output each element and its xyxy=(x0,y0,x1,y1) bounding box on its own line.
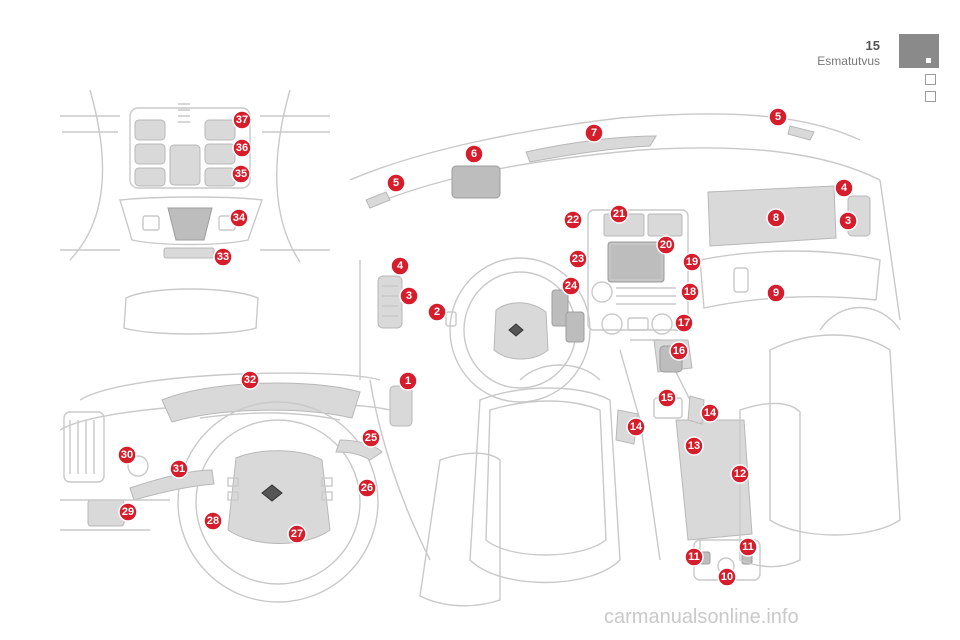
callout-3-right: 3 xyxy=(838,211,858,231)
callout-24: 24 xyxy=(561,276,581,296)
overhead-console-drawing xyxy=(60,89,330,335)
callout-25-label: 25 xyxy=(365,432,377,444)
callout-14-right-label: 14 xyxy=(704,407,717,419)
callout-26: 26 xyxy=(357,478,377,498)
callout-34: 34 xyxy=(229,208,249,228)
callout-8: 8 xyxy=(766,208,786,228)
callout-11-right: 11 xyxy=(738,537,758,557)
callout-25: 25 xyxy=(361,428,381,448)
callout-18: 18 xyxy=(680,282,700,302)
callout-6-label: 6 xyxy=(471,148,477,160)
callout-33: 33 xyxy=(213,247,233,267)
callout-23: 23 xyxy=(568,249,588,269)
callout-27-label: 27 xyxy=(291,528,303,540)
callout-3-left: 3 xyxy=(399,286,419,306)
callout-21: 21 xyxy=(609,204,629,224)
callout-35: 35 xyxy=(231,164,251,184)
callout-12: 12 xyxy=(730,464,750,484)
callout-24-label: 24 xyxy=(565,280,578,292)
callout-20: 20 xyxy=(656,235,676,255)
callout-4-left-label: 4 xyxy=(397,260,404,272)
callout-19: 19 xyxy=(682,252,702,272)
chapter-tab-dot xyxy=(926,58,931,63)
callout-5-left: 5 xyxy=(386,173,406,193)
callout-4-right: 4 xyxy=(834,178,854,198)
callout-17: 17 xyxy=(674,313,694,333)
callout-7-label: 7 xyxy=(591,127,597,139)
callout-17-label: 17 xyxy=(678,317,690,329)
callout-36-label: 36 xyxy=(236,142,248,154)
callout-1: 1 xyxy=(398,371,418,391)
callout-20-label: 20 xyxy=(660,239,672,251)
callout-32: 32 xyxy=(240,370,260,390)
callout-5-right-label: 5 xyxy=(775,111,781,123)
callout-15-label: 15 xyxy=(661,392,673,404)
callout-19-label: 19 xyxy=(686,256,698,268)
callout-27: 27 xyxy=(287,524,307,544)
callout-10: 10 xyxy=(717,567,737,587)
callout-8-label: 8 xyxy=(773,212,779,224)
callout-16-label: 16 xyxy=(673,345,685,357)
callout-23-label: 23 xyxy=(572,253,584,265)
section-title: Esmatutvus xyxy=(817,54,880,68)
callout-7: 7 xyxy=(584,123,604,143)
callout-37: 37 xyxy=(232,110,252,130)
callout-29: 29 xyxy=(118,502,138,522)
nav-square-2 xyxy=(925,91,936,102)
callout-15: 15 xyxy=(657,388,677,408)
callout-4-right-label: 4 xyxy=(841,182,848,194)
callout-37-label: 37 xyxy=(236,114,248,126)
callout-5-right: 5 xyxy=(768,107,788,127)
callout-35-label: 35 xyxy=(235,168,247,180)
callout-33-label: 33 xyxy=(217,251,229,263)
callout-36: 36 xyxy=(232,138,252,158)
callout-6: 6 xyxy=(464,144,484,164)
callout-5-left-label: 5 xyxy=(393,177,399,189)
nav-square-1 xyxy=(925,74,936,85)
callout-2: 2 xyxy=(427,302,447,322)
callouts: 1 2 3 3 4 4 5 5 6 7 8 9 10 11 11 12 13 1… xyxy=(117,107,858,587)
steering-wheel-drawing xyxy=(59,372,391,603)
callout-14-right: 14 xyxy=(700,403,720,423)
callout-14-left-label: 14 xyxy=(630,421,643,433)
callout-10-label: 10 xyxy=(721,571,733,583)
chapter-tab xyxy=(899,34,939,68)
callout-16: 16 xyxy=(669,341,689,361)
callout-31-label: 31 xyxy=(173,463,185,475)
callout-2-label: 2 xyxy=(434,306,440,318)
callout-13: 13 xyxy=(684,436,704,456)
callout-30: 30 xyxy=(117,445,137,465)
callout-32-label: 32 xyxy=(244,374,256,386)
callout-22: 22 xyxy=(563,210,583,230)
callout-9-label: 9 xyxy=(773,287,779,299)
page-header: 15 Esmatutvus xyxy=(0,0,960,102)
callout-34-label: 34 xyxy=(233,212,246,224)
callout-11-left-label: 11 xyxy=(688,551,700,563)
callout-31: 31 xyxy=(169,459,189,479)
callout-13-label: 13 xyxy=(688,440,700,452)
callout-14-left: 14 xyxy=(626,417,646,437)
callout-11-right-label: 11 xyxy=(742,541,754,553)
callout-9: 9 xyxy=(766,283,786,303)
callout-26-label: 26 xyxy=(361,482,373,494)
page-number: 15 xyxy=(865,38,880,53)
callout-28: 28 xyxy=(203,511,223,531)
callout-18-label: 18 xyxy=(684,286,696,298)
cabin-drawing xyxy=(349,113,901,607)
callout-3-right-label: 3 xyxy=(845,215,851,227)
callout-1-label: 1 xyxy=(405,375,411,387)
callout-12-label: 12 xyxy=(734,468,746,480)
callout-11-left: 11 xyxy=(684,547,704,567)
callout-22-label: 22 xyxy=(567,214,579,226)
callout-28-label: 28 xyxy=(207,515,219,527)
callout-21-label: 21 xyxy=(613,208,625,220)
callout-30-label: 30 xyxy=(121,449,133,461)
callout-3-left-label: 3 xyxy=(406,290,412,302)
callout-4-left: 4 xyxy=(390,256,410,276)
callout-29-label: 29 xyxy=(122,506,134,518)
watermark: carmanualsonline.info xyxy=(604,606,799,628)
